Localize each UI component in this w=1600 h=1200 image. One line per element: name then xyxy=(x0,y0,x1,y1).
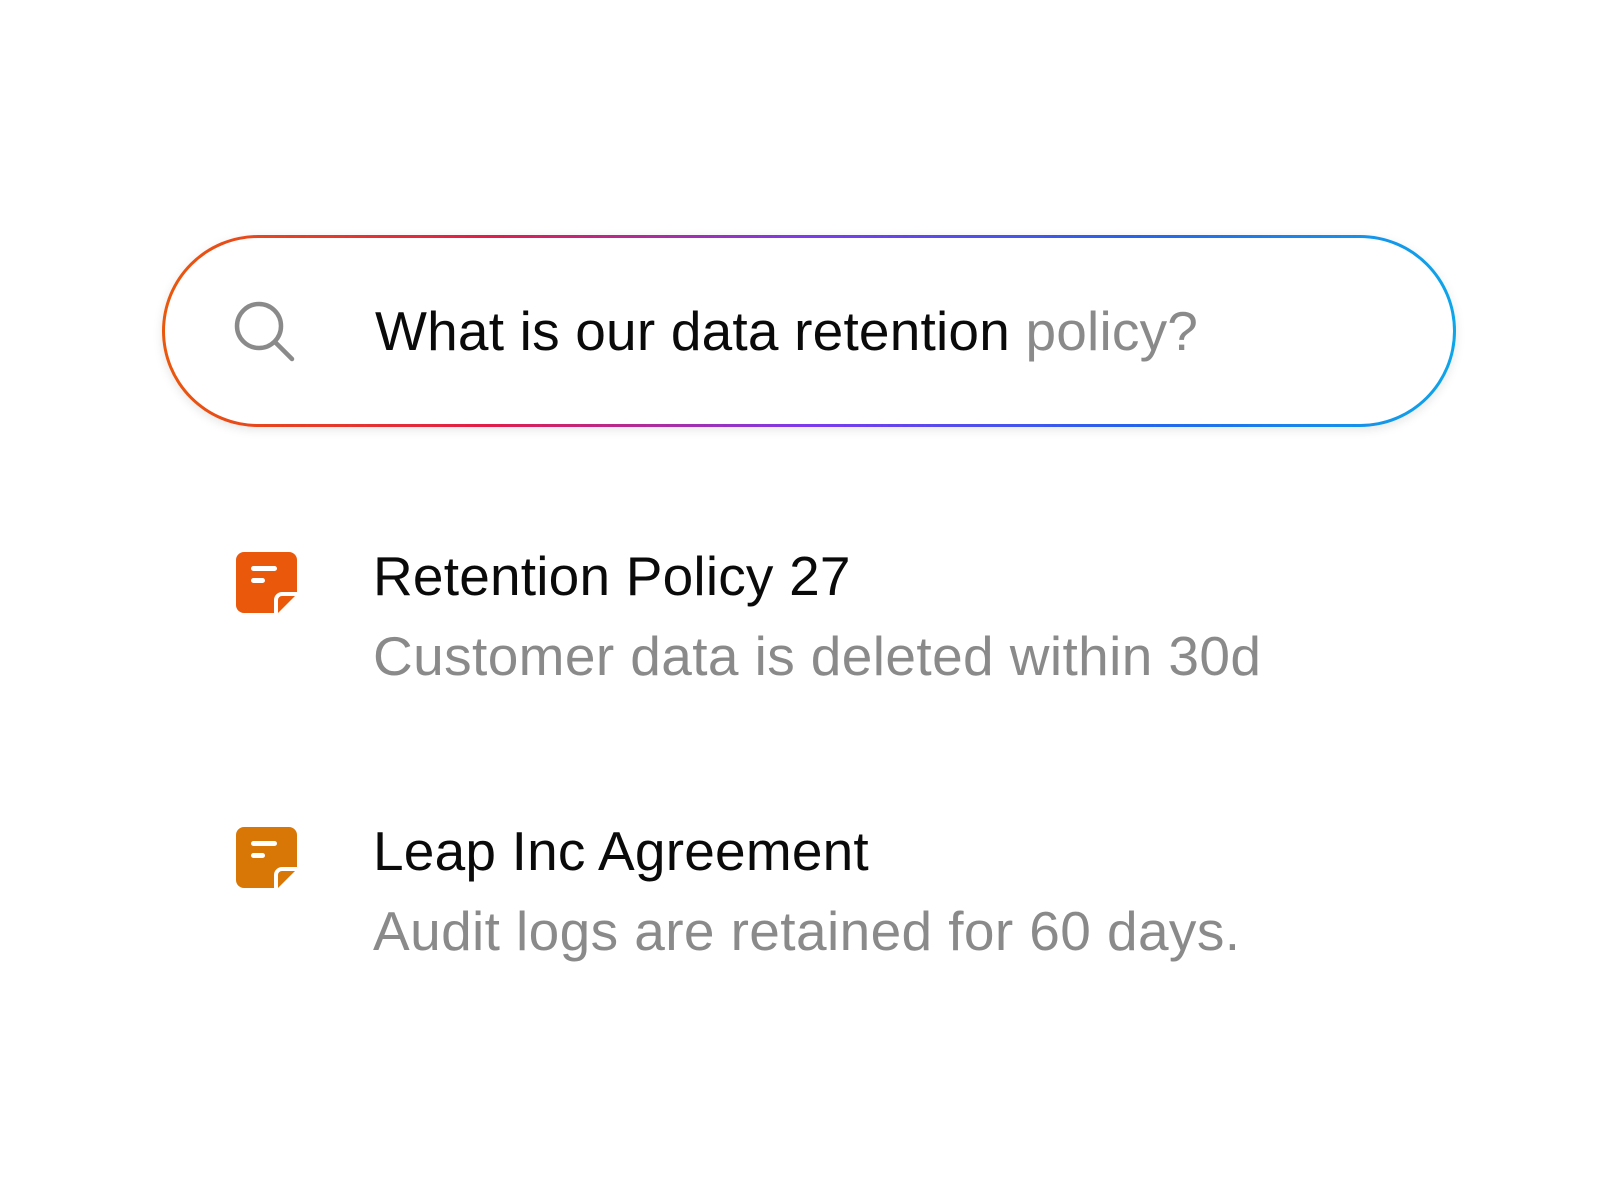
document-icon xyxy=(236,827,297,888)
result-snippet: Customer data is deleted within 30d xyxy=(373,625,1262,687)
search-query-suggestion: policy? xyxy=(1025,300,1199,362)
search-input[interactable]: What is our data retention policy? xyxy=(375,238,1198,424)
result-title: Leap Inc Agreement xyxy=(373,820,869,882)
search-result-item[interactable]: Leap Inc Agreement Audit logs are retain… xyxy=(230,815,1430,985)
result-title: Retention Policy 27 xyxy=(373,545,851,607)
search-bar[interactable]: What is our data retention policy? xyxy=(162,235,1456,427)
search-result-item[interactable]: Retention Policy 27 Customer data is del… xyxy=(230,540,1430,710)
search-icon xyxy=(234,301,295,362)
search-query-text: What is our data retention xyxy=(375,300,1010,362)
search-bar-inner[interactable]: What is our data retention policy? xyxy=(165,238,1453,424)
document-icon xyxy=(236,552,297,613)
result-snippet: Audit logs are retained for 60 days. xyxy=(373,900,1241,962)
